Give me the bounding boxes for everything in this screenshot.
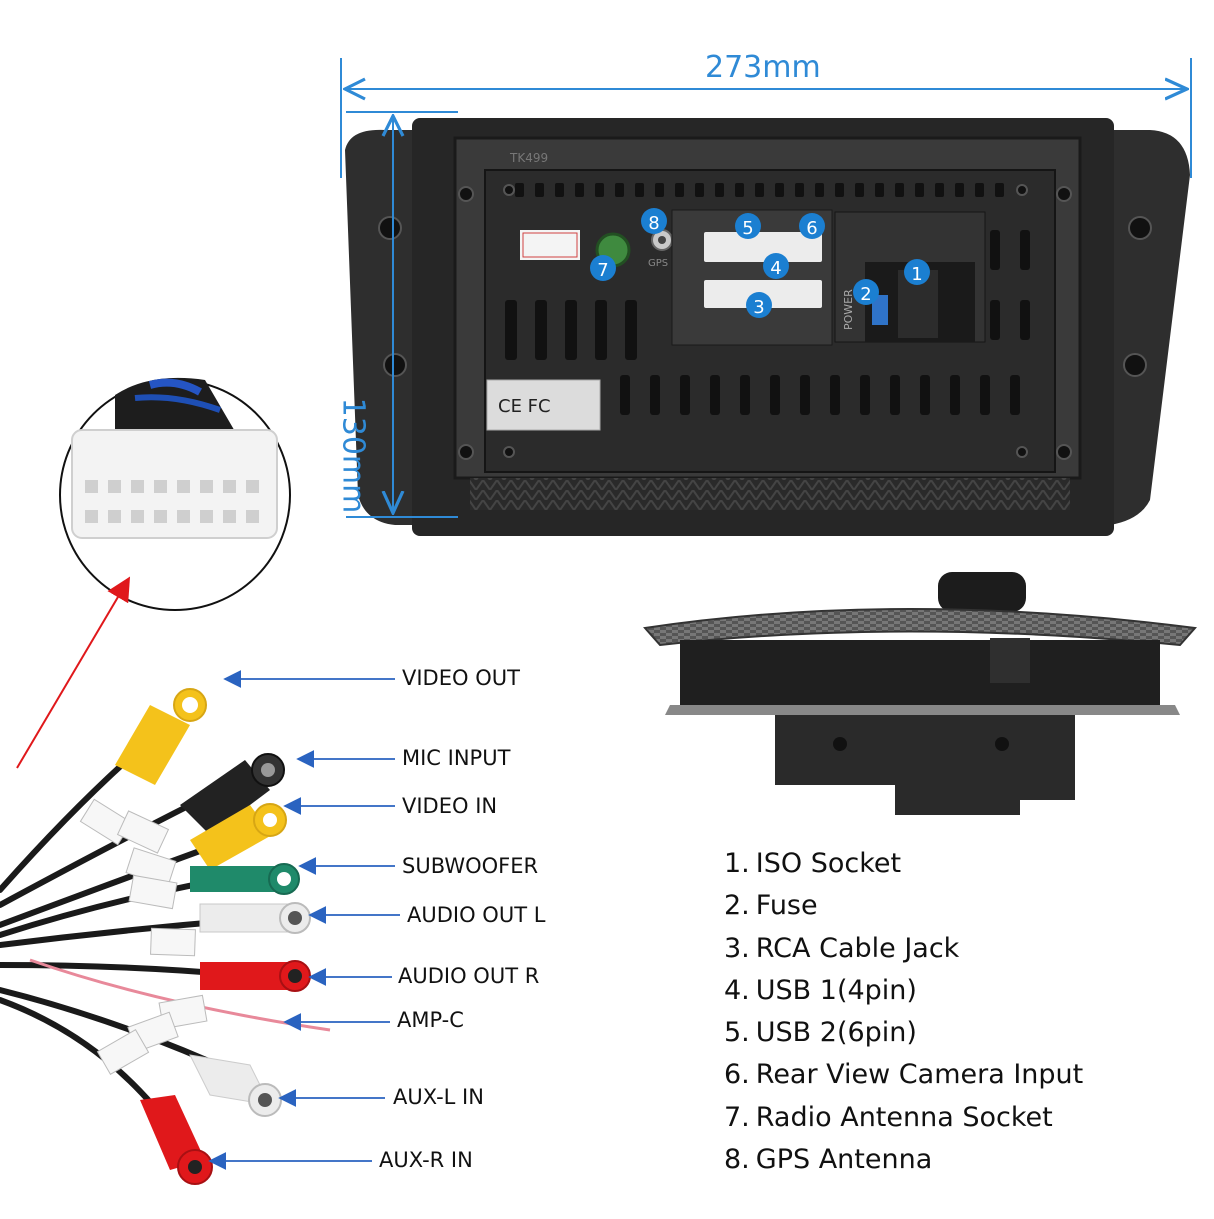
legend-item: 1.ISO Socket bbox=[724, 848, 902, 879]
legend-item: 4.USB 1(4pin) bbox=[724, 974, 917, 1006]
certification-text: CE FC bbox=[498, 396, 551, 417]
callouts: 1 2 3 4 5 6 7 8 bbox=[590, 208, 930, 318]
label-audio-out-l: AUDIO OUT L bbox=[407, 903, 546, 927]
plug-video-in bbox=[190, 803, 287, 870]
dimension-lines bbox=[340, 58, 1192, 518]
label-subwoofer: SUBWOOFER bbox=[402, 854, 539, 878]
plug-subwoofer bbox=[190, 863, 300, 895]
legend-item: 7.Radio Antenna Socket bbox=[724, 1101, 1053, 1133]
legend-item: 8.GPS Antenna bbox=[724, 1144, 933, 1176]
rca-cable-bundle bbox=[0, 688, 331, 1185]
usb-connector bbox=[704, 232, 822, 262]
gps-text: GPS bbox=[648, 258, 668, 269]
plug-audio-out-l bbox=[199, 902, 311, 934]
callout-2: 2 bbox=[860, 284, 871, 305]
label-aux-l-in: AUX-L IN bbox=[393, 1085, 484, 1109]
callout-1: 1 bbox=[911, 264, 922, 285]
callout-4: 4 bbox=[770, 258, 781, 279]
label-video-in: VIDEO IN bbox=[402, 794, 498, 818]
fuse bbox=[872, 295, 888, 325]
label-amp-c: AMP-C bbox=[397, 1008, 464, 1032]
callout-3: 3 bbox=[753, 297, 764, 318]
model-text: TK499 bbox=[509, 151, 548, 165]
head-unit-side-view bbox=[643, 572, 1197, 815]
legend-item: 5.USB 2(6pin) bbox=[724, 1017, 917, 1049]
plug-aux-l-in bbox=[189, 1054, 282, 1117]
callout-5: 5 bbox=[742, 218, 753, 239]
legend-item: 6.Rear View Camera Input bbox=[724, 1059, 1084, 1091]
legend-item: 3.RCA Cable Jack bbox=[724, 932, 960, 964]
zoom-arrow bbox=[16, 576, 131, 769]
label-mic-input: MIC INPUT bbox=[402, 746, 511, 770]
width-dimension-label: 273mm bbox=[705, 50, 821, 85]
power-text: POWER bbox=[842, 289, 855, 330]
callout-8: 8 bbox=[648, 213, 659, 234]
label-video-out: VIDEO OUT bbox=[402, 666, 520, 690]
plug-aux-r-in bbox=[140, 1095, 213, 1185]
plug-mic-input bbox=[180, 753, 285, 835]
iso-connector-zoom bbox=[59, 377, 291, 611]
label-aux-r-in: AUX-R IN bbox=[379, 1148, 473, 1172]
plug-audio-out-r bbox=[200, 960, 311, 992]
label-audio-out-r: AUDIO OUT R bbox=[398, 964, 540, 988]
port-legend: 1.ISO Socket 2.Fuse 3.RCA Cable Jack 4.U… bbox=[724, 846, 1083, 1184]
callout-6: 6 bbox=[806, 218, 817, 239]
cable-label-arrows bbox=[208, 670, 400, 1170]
height-dimension-label: 130mm bbox=[335, 397, 371, 514]
callout-7: 7 bbox=[597, 260, 608, 281]
legend-item: 2.Fuse bbox=[724, 890, 818, 922]
head-unit-rear: TK499 CE FC GPS POWER bbox=[345, 118, 1190, 536]
plug-video-out bbox=[115, 688, 207, 785]
